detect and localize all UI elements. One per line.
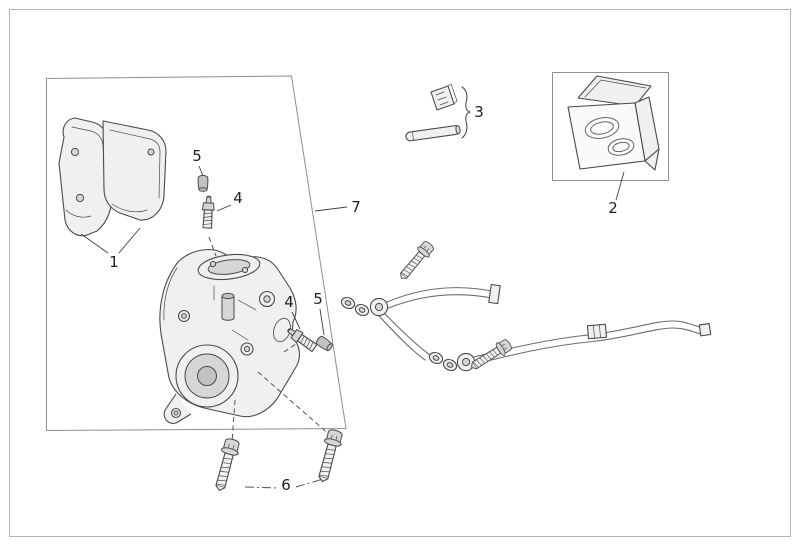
leader-lines xyxy=(80,165,348,489)
bleed-screw-upper xyxy=(200,195,216,229)
seal-kit xyxy=(552,72,669,201)
brake-pad-right xyxy=(102,120,167,221)
caliper-body xyxy=(159,249,301,424)
callout-label-bleed-valve-upper: 4 xyxy=(233,189,243,207)
callout-label-pad-pin-kit: 3 xyxy=(474,103,484,121)
banjo-eye xyxy=(369,297,389,317)
banjo-washer xyxy=(353,301,371,319)
leader-line xyxy=(615,171,625,201)
assembly-lines xyxy=(208,236,332,444)
brake-hose-assembly xyxy=(339,238,712,374)
center-post xyxy=(221,296,235,321)
hose-union-fitting xyxy=(586,323,608,340)
caliper-group-outline xyxy=(46,75,347,432)
brake-pad-left xyxy=(58,117,113,237)
callout-label-seal-kit: 2 xyxy=(608,199,618,217)
brake-hose-lower xyxy=(473,320,708,358)
brake-hose-lower xyxy=(474,327,708,365)
callout-label-bleed-cap-upper: 5 xyxy=(192,147,202,165)
callout-label-caliper-group: 7 xyxy=(351,198,361,216)
brake-hose-upper xyxy=(386,287,493,303)
pad-spring-clip xyxy=(430,83,458,111)
banjo-bolt xyxy=(467,336,514,374)
banjo-bolt xyxy=(395,238,437,284)
page-border xyxy=(9,9,791,537)
brake-hose-upper xyxy=(385,294,493,310)
banjo-washer xyxy=(339,294,357,312)
pad-pin-kit xyxy=(405,83,471,142)
hose-end-fitting xyxy=(698,323,712,337)
caliper-bolt-left xyxy=(210,436,242,494)
banjo-washer xyxy=(427,349,445,367)
caliper-bolt-right xyxy=(313,427,345,485)
brake-hose-link xyxy=(378,315,426,361)
banjo-washer xyxy=(441,356,459,374)
mounting-bolts xyxy=(210,427,345,494)
hose-end-fitting xyxy=(488,283,501,305)
callout-label-bleed-valve-lower: 4 xyxy=(284,293,294,311)
callout-label-mounting-bolts: 6 xyxy=(281,476,291,494)
callout-label-bleed-cap-lower: 5 xyxy=(313,290,323,308)
bleed-cap-upper xyxy=(197,174,209,192)
pad-pin xyxy=(405,125,461,142)
bleed-cap-lower xyxy=(314,334,335,353)
brake-pads xyxy=(58,117,167,237)
brake-hose-link xyxy=(383,312,431,356)
seal-kit-box xyxy=(567,75,660,171)
seal-kit-frame xyxy=(552,72,669,181)
callout-label-brake-pads: 1 xyxy=(109,253,119,271)
brace xyxy=(461,86,471,139)
